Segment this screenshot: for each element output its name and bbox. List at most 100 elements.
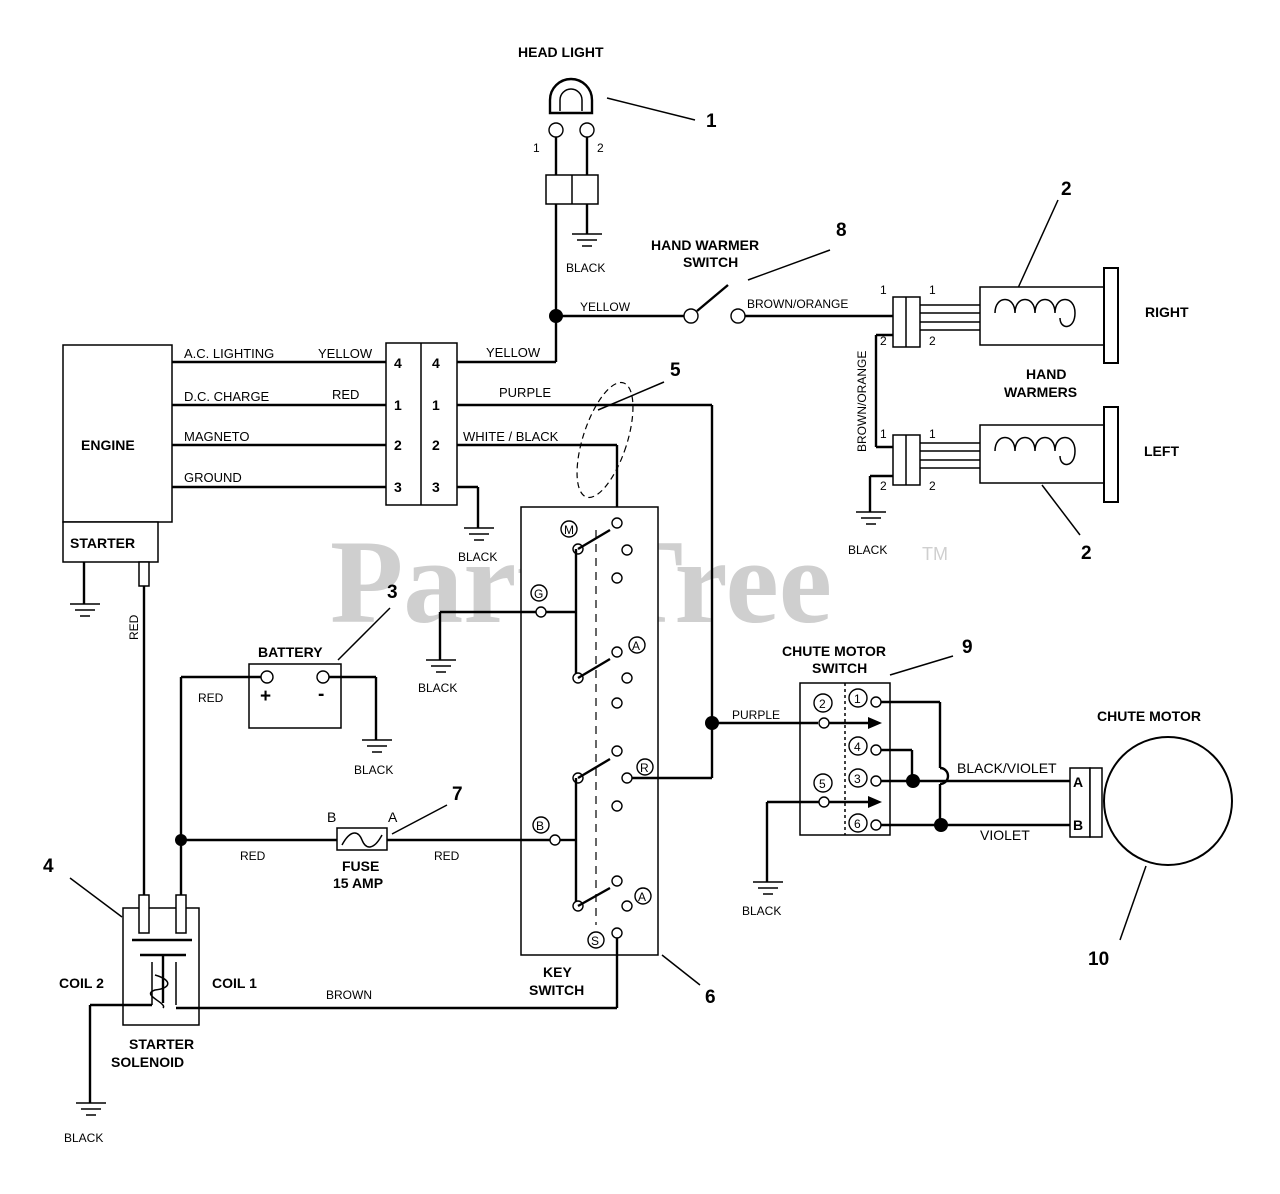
fuse: RED B A 7 RED FUSE 15 AMP [175, 784, 550, 891]
battery-title: BATTERY [258, 644, 323, 660]
fuse-title-2: 15 AMP [333, 875, 383, 891]
battery: 3 BATTERY + - RED BLACK [179, 582, 398, 895]
engine-starter [62, 521, 159, 563]
watermark-tm: TM [922, 544, 948, 564]
harness-ground-label: BLACK [458, 550, 497, 564]
hand-warmers-title-2: WARMERS [1004, 384, 1077, 400]
solenoid-title-1: STARTER [129, 1036, 194, 1052]
svg-text:2: 2 [880, 334, 887, 348]
solenoid-coil1-label: COIL 1 [212, 975, 257, 991]
headlight-pin2-terminal [579, 122, 595, 138]
chute-terminal-1: 1 [854, 692, 861, 706]
headlight-pin1-label: 1 [533, 141, 540, 155]
chute-motor-a-label: A [1073, 774, 1083, 790]
chute-switch-ground-icon [753, 881, 783, 895]
fuse-title-1: FUSE [342, 858, 379, 874]
hand-warmer-left-label: LEFT [1144, 443, 1179, 459]
svg-text:4: 4 [432, 355, 440, 371]
battery-pos-terminal [260, 670, 274, 684]
svg-text:RED: RED [332, 387, 359, 402]
right-warmer-coil [994, 298, 1076, 328]
key-switch-title-1: KEY [543, 964, 572, 980]
solenoid-terminal-left [138, 894, 150, 934]
hand-warmer-switch-blade [696, 284, 729, 312]
headlight-pin2-label: 2 [597, 141, 604, 155]
chute-terminal-6: 6 [854, 817, 861, 831]
hand-warmer-switch-terminal-b [730, 308, 746, 324]
svg-text:MAGNETO: MAGNETO [184, 429, 250, 444]
hand-warmer-switch-title-2: SWITCH [683, 254, 738, 270]
svg-text:2: 2 [880, 479, 887, 493]
chute-motor-b-label: B [1073, 817, 1083, 833]
headlight-ground-icon [572, 233, 602, 247]
key-switch-callout: 6 [705, 987, 716, 1008]
key-terminal-g: G [534, 587, 543, 601]
fuse-right-wire-label: RED [434, 849, 460, 863]
key-g-ground-label: BLACK [418, 681, 457, 695]
solenoid-terminal-right [175, 894, 187, 934]
chute-switch-in-wire-label: PURPLE [732, 708, 780, 722]
svg-text:YELLOW: YELLOW [486, 345, 541, 360]
battery-ground-label: BLACK [354, 763, 393, 777]
left-warmer-grip [1103, 406, 1119, 503]
svg-text:4: 4 [394, 355, 402, 371]
hand-warmer-ground-label: BLACK [848, 543, 887, 557]
hand-warmer-right-label: RIGHT [1145, 304, 1189, 320]
hand-warmer-callout-top: 2 [1061, 179, 1072, 200]
left-warmer-element [979, 424, 1105, 484]
headlight-callout: 1 [706, 111, 717, 132]
fuse-b-label: B [327, 809, 336, 825]
hand-warmer-switch-out-wire-label: BROWN/ORANGE [747, 297, 848, 311]
battery-callout: 3 [387, 582, 398, 603]
starter-solenoid: 4 COIL 2 COIL 1 STARTER SOLENOID BROWN B… [43, 856, 617, 1145]
svg-text:2: 2 [394, 437, 402, 453]
right-warmer-grip [1103, 267, 1119, 364]
starter-wire-label: RED [127, 614, 141, 640]
solenoid-ground-label: BLACK [64, 1131, 103, 1145]
hand-warmer-switch-title-1: HAND WARMER [651, 237, 759, 253]
hand-warmer-switch-callout: 8 [836, 220, 847, 241]
fuse-callout: 7 [452, 784, 463, 805]
svg-text:GROUND: GROUND [184, 470, 242, 485]
left-warmer-coil [994, 436, 1076, 466]
headlight-leader [606, 97, 696, 121]
chute-switch-title-2: SWITCH [812, 660, 867, 676]
battery-minus: - [318, 684, 324, 705]
hand-warmer-callout-bottom: 2 [1081, 543, 1092, 564]
engine-ground-icon [70, 603, 100, 617]
svg-text:3: 3 [394, 479, 402, 495]
solenoid-ground-icon [76, 1102, 106, 1116]
headlight-title: HEAD LIGHT [518, 44, 604, 60]
svg-text:1: 1 [432, 397, 440, 413]
chute-motor-callout: 10 [1088, 949, 1109, 970]
chute-switch-callout: 9 [962, 637, 973, 658]
harness-ground-icon [464, 527, 494, 541]
key-terminal-a-upper: A [632, 639, 640, 653]
fuse-left-wire-label: RED [240, 849, 266, 863]
headlight: HEAD LIGHT 1 1 2 BLACK [518, 44, 717, 316]
solenoid-coil2-label: COIL 2 [59, 975, 104, 991]
chute-motor: CHUTE MOTOR A B 10 [1069, 708, 1233, 970]
chute-junction-6 [934, 818, 948, 832]
svg-text:YELLOW: YELLOW [318, 346, 373, 361]
solenoid-brown-wire-label: BROWN [326, 988, 372, 1002]
engine-title: ENGINE [81, 437, 135, 453]
svg-text:2: 2 [929, 334, 936, 348]
key-terminal-a-lower: A [638, 890, 646, 904]
right-warmer-element [979, 286, 1105, 346]
svg-text:3: 3 [432, 479, 440, 495]
chute-junction-3 [906, 774, 920, 788]
engine-block [62, 344, 173, 523]
key-g-ground-icon [426, 659, 456, 673]
svg-text:1: 1 [929, 427, 936, 441]
svg-text:PURPLE: PURPLE [499, 385, 551, 400]
svg-text:1: 1 [394, 397, 402, 413]
battery-neg-terminal [316, 670, 330, 684]
solenoid-title-2: SOLENOID [111, 1054, 184, 1070]
chute-motor-title: CHUTE MOTOR [1097, 708, 1201, 724]
chute-wire-b-label: VIOLET [980, 827, 1030, 843]
key-switch-body [520, 506, 659, 956]
hand-warmer-riser-label: BROWN/ORANGE [855, 351, 869, 452]
starter-terminal [138, 561, 150, 587]
